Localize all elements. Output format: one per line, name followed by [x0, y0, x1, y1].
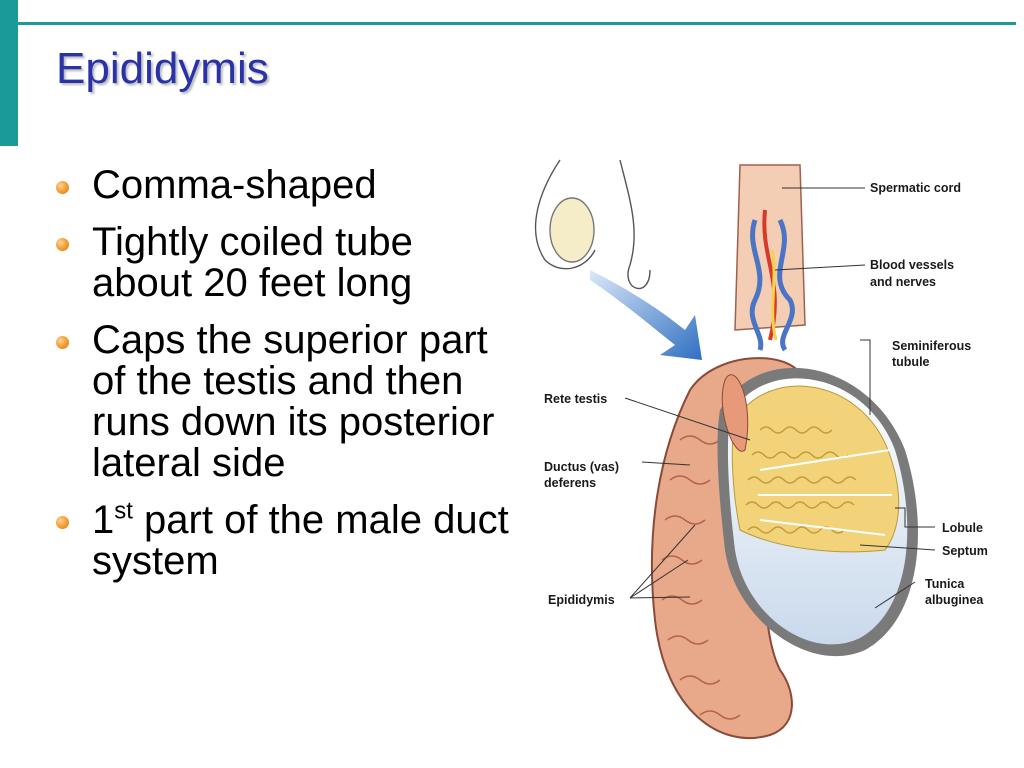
- leader-lines: [624, 187, 936, 609]
- bullet-text: part of the male duct system: [92, 498, 509, 583]
- bullet-text: Comma-shaped: [92, 163, 377, 207]
- label-lobule: Lobule: [942, 521, 983, 535]
- label-tunica-2: albuginea: [925, 593, 984, 607]
- bullet-item: 1st part of the male duct system: [50, 497, 520, 583]
- testis-diagram: Spermatic cord Blood vessels and nerves …: [520, 150, 1020, 750]
- bullet-text: Tightly coiled tube about 20 feet long: [92, 220, 413, 305]
- label-rete-testis: Rete testis: [544, 392, 607, 406]
- bullet-dot-icon: [56, 181, 69, 194]
- bullet-prefix: 1: [92, 498, 115, 542]
- bullet-superscript: st: [114, 497, 133, 525]
- label-seminiferous: Seminiferous: [892, 339, 971, 353]
- label-spermatic-cord: Spermatic cord: [870, 181, 961, 195]
- testis-illustration: Spermatic cord Blood vessels and nerves …: [534, 159, 988, 740]
- label-ductus-2: deferens: [544, 476, 596, 490]
- septa: [758, 449, 892, 536]
- label-epididymis: Epididymis: [548, 593, 615, 607]
- label-septum: Septum: [942, 544, 988, 558]
- epididymis-coils: [661, 435, 741, 720]
- label-ductus: Ductus (vas): [544, 460, 619, 474]
- bullet-item: Caps the superior part of the testis and…: [50, 320, 520, 484]
- bullet-text: Caps the superior part of the testis and…: [92, 318, 495, 485]
- blood-vessels: [749, 209, 795, 352]
- label-tunica: Tunica: [925, 577, 965, 591]
- label-blood-vessels: Blood vessels: [870, 258, 954, 272]
- spermatic-cord: [734, 164, 806, 331]
- accent-bar: [0, 0, 18, 146]
- bullet-dot-icon: [56, 516, 69, 529]
- bullet-list: Comma-shaped Tightly coiled tube about 2…: [50, 165, 520, 598]
- pointer-arrow-icon: [590, 270, 702, 360]
- label-seminiferous-2: tubule: [892, 355, 930, 369]
- locator-sketch: [534, 159, 651, 290]
- bullet-item: Tightly coiled tube about 20 feet long: [50, 222, 520, 304]
- bullet-item: Comma-shaped: [50, 165, 520, 206]
- rete-testis-region: [721, 374, 749, 452]
- slide-title: Epididymis: [56, 44, 269, 93]
- bullet-dot-icon: [56, 336, 69, 349]
- bullet-dot-icon: [56, 238, 69, 251]
- label-blood-vessels-2: and nerves: [870, 275, 936, 289]
- tubule-coils: [745, 426, 857, 534]
- top-rule: [18, 22, 1016, 25]
